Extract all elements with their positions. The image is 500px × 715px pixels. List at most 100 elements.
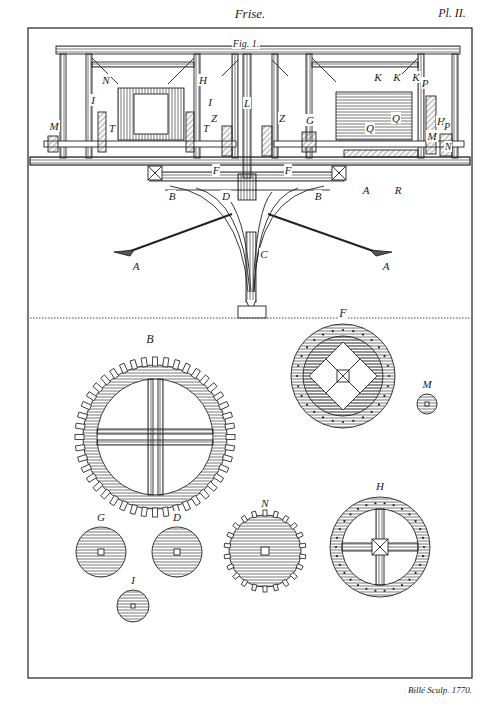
- peg-hole: [408, 579, 410, 581]
- gear-tooth: [225, 423, 235, 429]
- gear-tooth: [101, 375, 111, 385]
- peg-hole: [313, 411, 315, 413]
- callout-letter: T: [108, 122, 116, 134]
- callout-letter: G: [96, 511, 106, 523]
- gear-tooth: [86, 473, 96, 482]
- plate-number: Pl. II.: [437, 7, 467, 20]
- gear-tooth: [290, 523, 297, 530]
- callout-letter: F: [284, 164, 293, 176]
- peg-hole: [322, 416, 324, 418]
- gear-tooth: [130, 360, 137, 370]
- callout-letter: K: [373, 71, 382, 83]
- gear-tooth: [153, 357, 158, 366]
- callout-letter: N: [260, 497, 269, 509]
- peg-hole: [336, 555, 338, 557]
- gear-tooth: [191, 495, 200, 505]
- peg-hole: [423, 546, 425, 548]
- callout-letter: F: [212, 164, 221, 176]
- callout-letter: M: [426, 130, 437, 142]
- peg-hole: [336, 537, 338, 539]
- peg-hole: [401, 584, 403, 586]
- gear-tooth: [263, 510, 267, 516]
- callout-letter: A: [382, 260, 391, 272]
- peg-hole: [387, 385, 389, 387]
- peg-hole: [357, 508, 359, 510]
- gear-tooth: [78, 455, 88, 462]
- peg-hole: [392, 504, 394, 506]
- callout-letter: D: [172, 511, 182, 523]
- callout-letter: K: [411, 71, 420, 83]
- callout-letter: A: [362, 184, 371, 196]
- gear-tooth: [101, 489, 111, 499]
- gear-tooth: [200, 375, 210, 385]
- gear-tooth: [119, 363, 127, 373]
- peg-hole: [306, 404, 308, 406]
- peg-hole: [362, 333, 364, 335]
- callout-letter: B: [145, 333, 154, 346]
- callout-letter: N: [101, 74, 110, 86]
- callout-letter: K: [392, 71, 401, 83]
- peg-hole: [352, 330, 354, 332]
- callout-letter: Z: [210, 112, 218, 124]
- peg-hole: [422, 555, 424, 557]
- callout-letter: T: [202, 122, 210, 134]
- gear-tooth: [213, 473, 223, 482]
- gear-tooth: [233, 523, 240, 530]
- peg-hole: [378, 404, 380, 406]
- callout-letter: P: [421, 77, 430, 89]
- peg-hole: [322, 333, 324, 335]
- callout-letter: B: [168, 190, 177, 202]
- callout-letter: Z: [278, 112, 286, 124]
- gear-tooth: [78, 412, 88, 419]
- gear-tooth: [182, 363, 190, 373]
- callout-letter: Q: [365, 122, 375, 134]
- gear-tooth: [191, 368, 200, 378]
- peg-hole: [343, 572, 345, 574]
- gear-tooth: [93, 383, 103, 393]
- callout-letter: D: [221, 190, 231, 202]
- peg-hole: [371, 339, 373, 341]
- gear-tooth: [219, 401, 229, 409]
- callout-letter: I: [207, 96, 213, 108]
- gear-tooth: [219, 464, 229, 472]
- gear-tooth: [273, 511, 279, 518]
- peg-hole: [342, 421, 344, 423]
- gear-tooth: [224, 543, 231, 548]
- peg-hole: [349, 579, 351, 581]
- gear-tooth: [75, 435, 84, 440]
- gear-tooth: [225, 445, 235, 451]
- gear-tooth: [207, 383, 217, 393]
- peg-hole: [383, 590, 385, 592]
- gear-tooth: [296, 532, 303, 538]
- figure-number: Fig. 1.: [232, 38, 260, 49]
- callout-letter: B: [314, 190, 323, 202]
- gear-tooth: [290, 572, 297, 579]
- gear-tooth: [119, 501, 127, 511]
- gear-tooth: [252, 511, 258, 518]
- callout-letter: C: [259, 248, 268, 260]
- gear-tooth: [81, 464, 91, 472]
- peg-hole: [383, 355, 385, 357]
- gear-tooth: [163, 357, 169, 367]
- callout-letter: I: [130, 574, 136, 586]
- gear-tooth: [93, 482, 103, 492]
- peg-hole: [343, 520, 345, 522]
- peg-hole: [339, 528, 341, 530]
- peg-hole: [313, 339, 315, 341]
- callout-letter: Q: [391, 112, 401, 124]
- peg-hole: [387, 365, 389, 367]
- gear-tooth: [213, 392, 223, 401]
- callout-letter: H: [198, 74, 208, 86]
- peg-hole: [378, 346, 380, 348]
- gear-tooth: [233, 572, 240, 579]
- gear-tooth: [263, 586, 267, 592]
- engraver-signature: Billé Sculp. 1770.: [407, 686, 473, 696]
- callout-letter: M: [48, 120, 59, 132]
- gear-tooth: [227, 564, 234, 570]
- callout-letter: P: [443, 121, 451, 132]
- peg-hole: [371, 411, 373, 413]
- gear-tooth: [200, 489, 210, 499]
- callout-letter: L: [243, 97, 251, 109]
- peg-hole: [365, 588, 367, 590]
